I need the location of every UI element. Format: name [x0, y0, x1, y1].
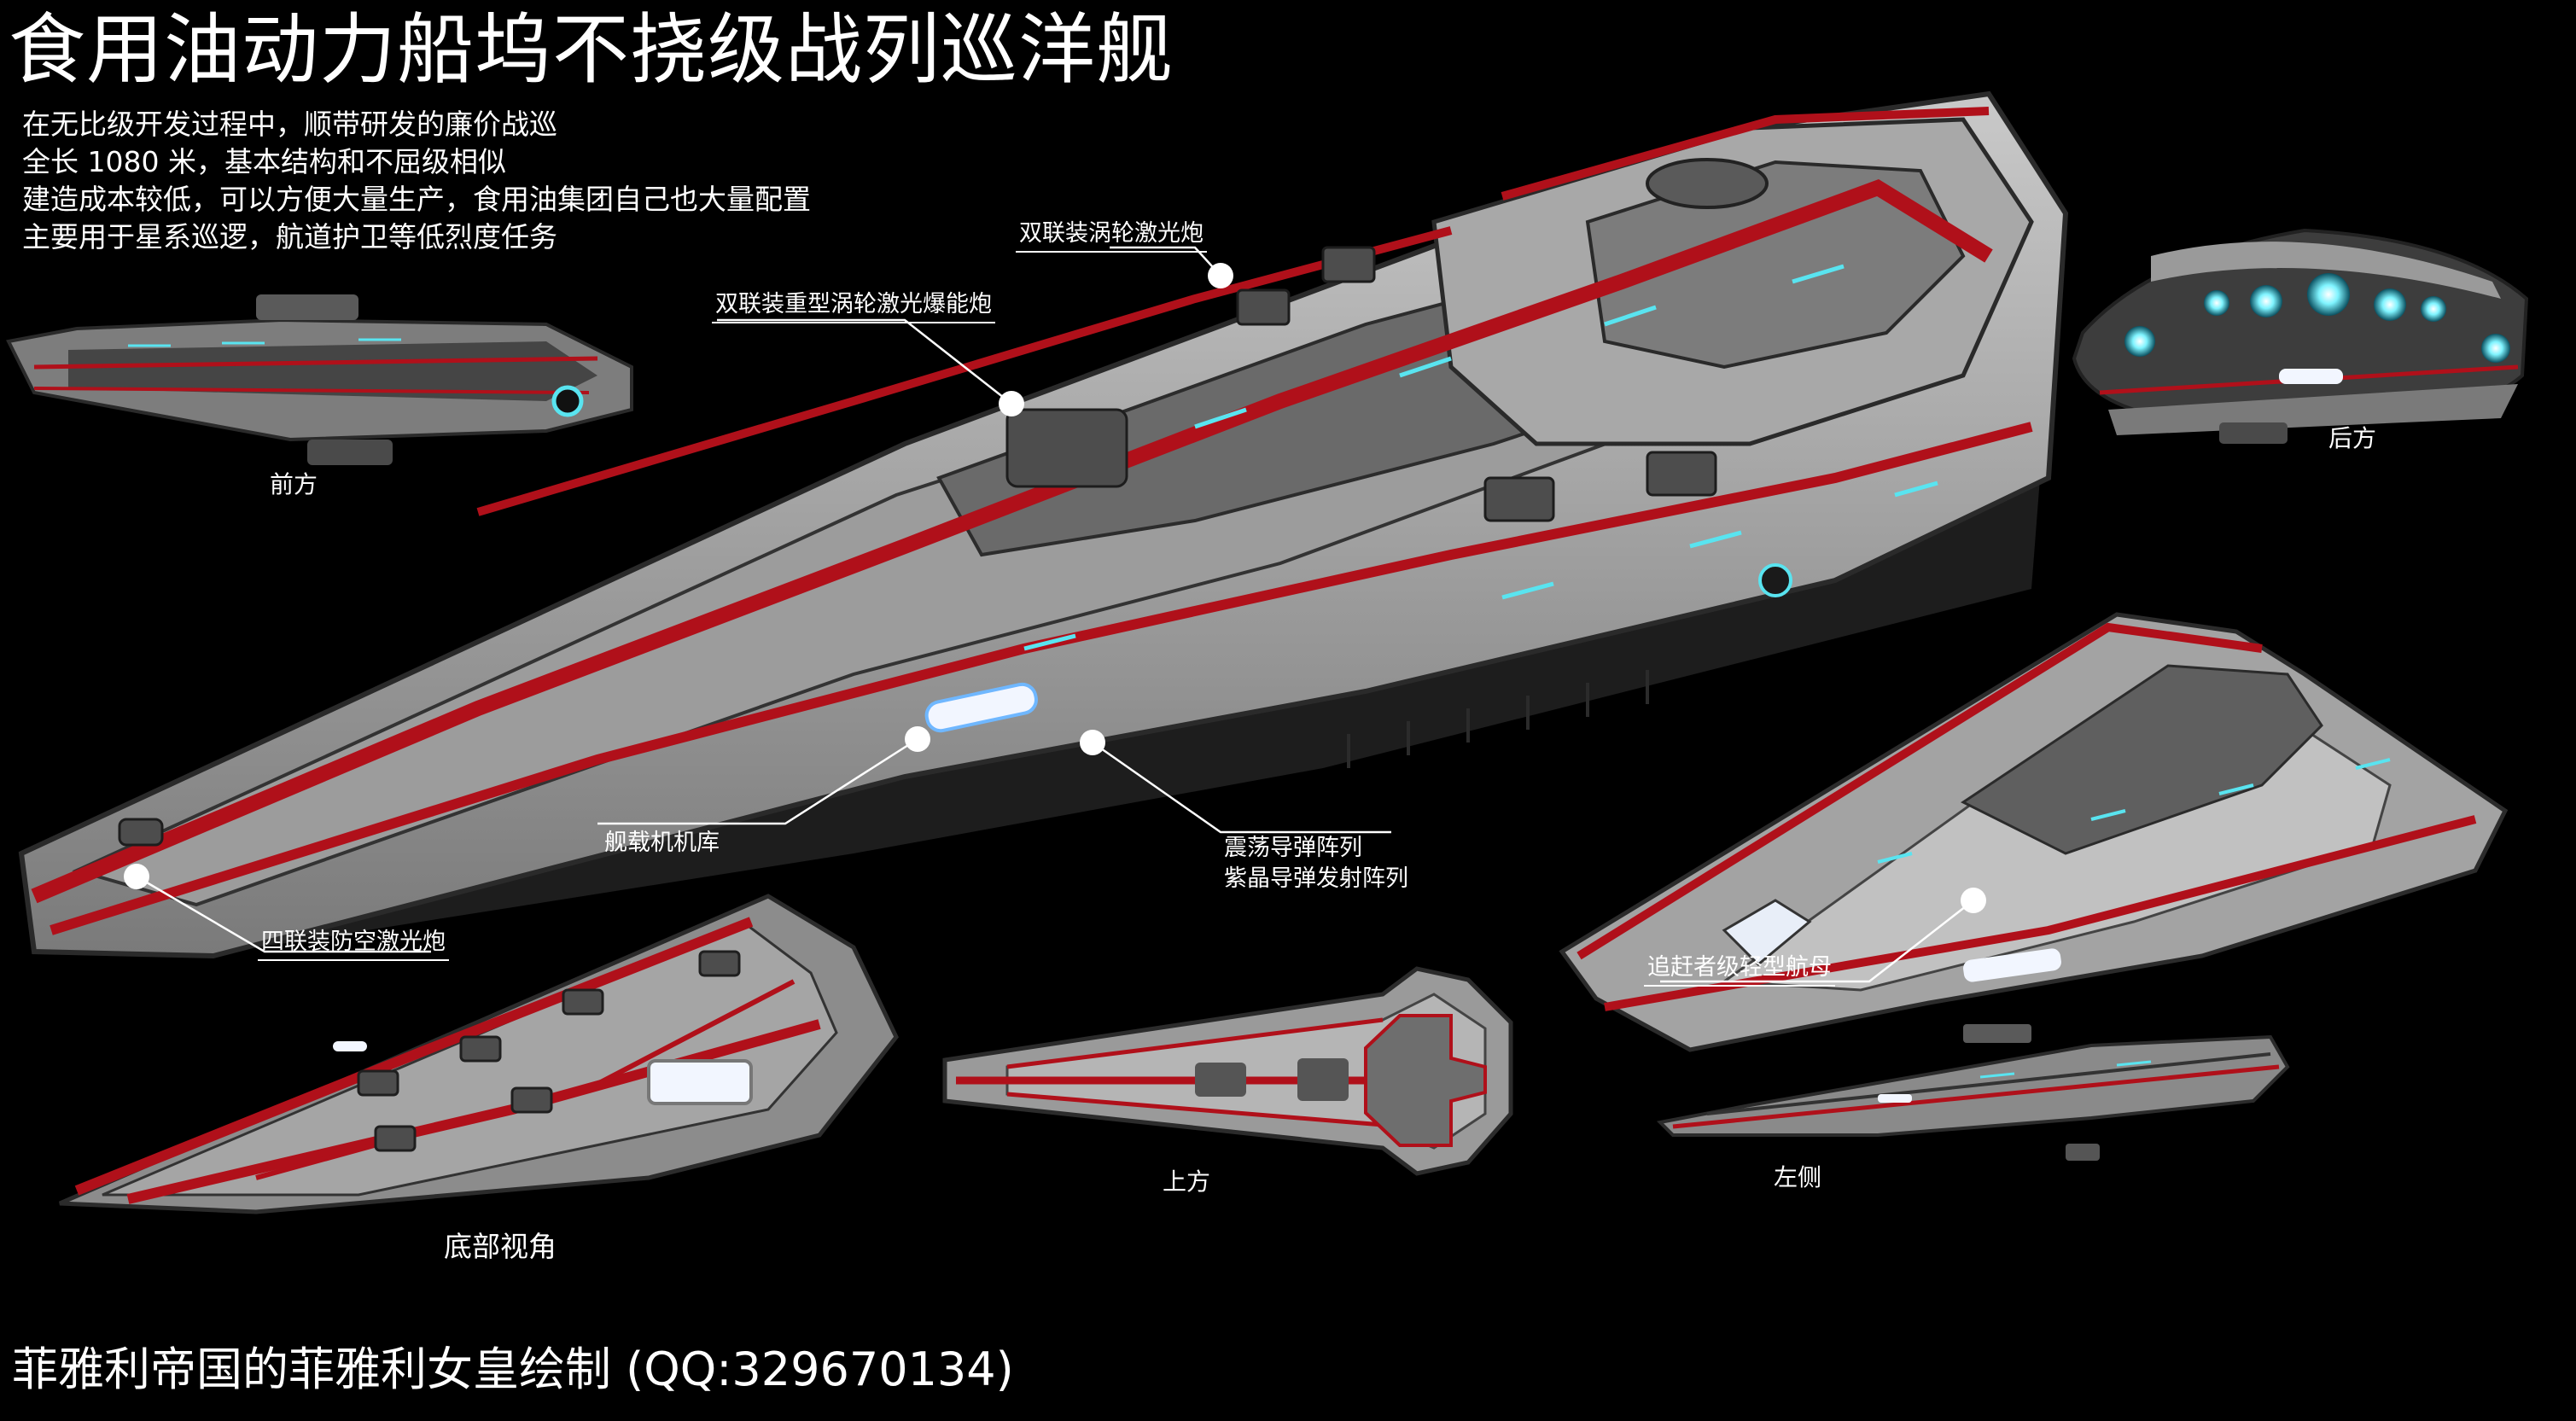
marker-hangar [905, 726, 930, 752]
intro-line: 建造成本较低，可以方便大量生产，食用油集团自己也大量配置 [22, 183, 811, 216]
main-ship-view [18, 90, 2069, 959]
callout-twin-turbo-laser: 双联装涡轮激光炮 [1016, 218, 1207, 253]
intro-line: 全长 1080 米，基本结构和不屈级相似 [22, 145, 506, 178]
view-label-top: 上方 [1163, 1168, 1211, 1196]
view-label-front: 前方 [270, 470, 318, 498]
intro-text: 在无比级开发过程中，顺带研发的廉价战巡 全长 1080 米，基本结构和不屈级相似… [22, 106, 811, 256]
callout-markers [124, 263, 1986, 913]
callout-missile-array-line: 震荡导弹阵列 [1224, 835, 1362, 861]
callout-quad-aa-laser: 四联装防空激光炮 [258, 927, 449, 961]
callout-hangar: 舰载机机库 [604, 830, 720, 856]
marker-quad-aa-laser [124, 864, 149, 889]
callout-leaders [136, 246, 1974, 983]
view-label-rear: 后方 [2328, 424, 2377, 452]
rear-view-ship [2072, 228, 2529, 444]
callout-twin-heavy-turbo-laser: 双联装重型涡轮激光爆能炮 [712, 289, 995, 323]
callout-pursuer-carrier: 追赶者级轻型航母 [1644, 952, 1835, 987]
top-view-ship [942, 966, 1513, 1176]
marker-twin-turbo-laser [1208, 263, 1233, 288]
marker-twin-heavy-turbo-laser [999, 391, 1024, 416]
left-view-ship [1656, 1024, 2290, 1161]
intro-line: 主要用于星系巡逻，航道护卫等低烈度任务 [22, 220, 557, 253]
marker-pursuer-carrier [1961, 888, 1986, 913]
pursuer-carrier-ship [1559, 612, 2509, 1052]
marker-missile-arrays [1080, 730, 1105, 755]
callout-missile-arrays: 震荡导弹阵列 紫晶导弹发射阵列 [1224, 833, 1408, 894]
page-title: 食用油动力船坞不挠级战列巡洋舰 [9, 5, 1174, 95]
view-label-left: 左侧 [1774, 1163, 1822, 1191]
front-view-ship [6, 294, 633, 465]
intro-line: 在无比级开发过程中，顺带研发的廉价战巡 [22, 108, 557, 141]
author-credit: 菲雅利帝国的菲雅利女皇绘制 (QQ:329670134) [12, 1342, 1014, 1396]
bottom-view-ship [59, 894, 899, 1214]
callout-missile-array-line: 紫晶导弹发射阵列 [1224, 865, 1408, 892]
view-label-bottom: 底部视角 [444, 1230, 557, 1263]
